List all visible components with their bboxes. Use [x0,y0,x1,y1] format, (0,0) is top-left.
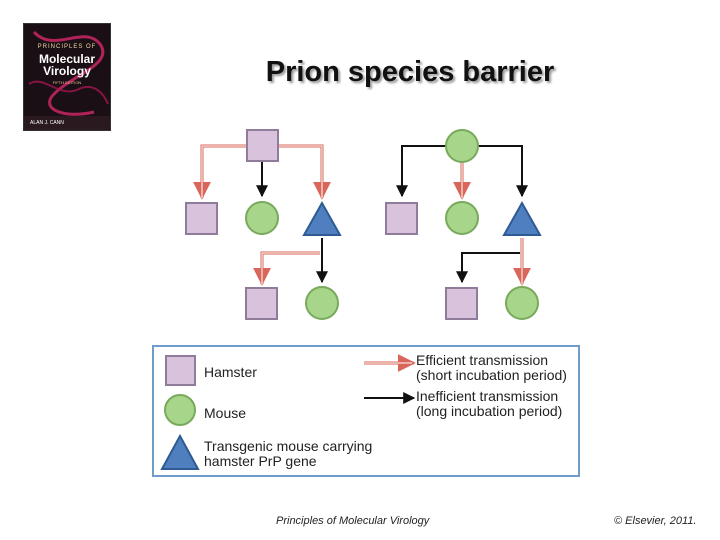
book-edition-text: FIFTH EDITION [52,80,82,85]
legend-hamster-square [165,355,196,386]
legend-transgenic-triangle [160,433,200,470]
arrow-inefficient [456,252,520,284]
book-author-text: ALAN J. CANN [30,120,64,126]
mouse-circle [245,201,279,235]
legend-efficient-label: Efficient transmission (short incubation… [416,353,567,383]
arrow-efficient [193,144,248,200]
tree-right [385,129,542,320]
footer-copyright: © Elsevier, 2011. [614,515,697,527]
legend-transgenic-line1: Transgenic mouse carrying [204,438,373,454]
hamster-square [185,202,218,235]
hamster-square [246,129,279,162]
transgenic-triangle [302,200,342,236]
arrow-inefficient [478,145,528,198]
legend-inefficient-line2: (long incubation period) [416,403,563,419]
legend-mouse-circle [164,394,196,426]
tree-left [185,129,342,320]
legend-transgenic-line2: hamster PrP gene [204,453,317,469]
slide-title: Prion species barrier [265,56,555,88]
legend-box: Hamster Mouse Transgenic mouse carrying … [152,345,580,477]
book-title-line2: Virology [43,64,91,78]
legend-inefficient-label: Inefficient transmission (long incubatio… [416,389,562,419]
book-cover-art [24,30,110,130]
book-cover-image: PRINCIPLES OF Molecular Virology FIFTH E… [24,24,110,130]
mouse-circle [505,286,539,320]
book-series-text: PRINCIPLES OF [37,44,97,50]
hamster-square [445,287,478,320]
hamster-square [385,202,418,235]
legend-inefficient-line1: Inefficient transmission [416,388,559,404]
arrow-efficient [253,251,320,286]
legend-mouse-label: Mouse [204,405,247,421]
book-title-text: Molecular Virology [24,53,110,77]
arrow-efficient [278,144,331,200]
legend-efficient-line1: Efficient transmission [416,352,549,368]
mouse-circle [305,286,339,320]
legend-symbols [160,354,416,470]
hamster-square [245,287,278,320]
footer-book-title: Principles of Molecular Virology [276,515,430,527]
legend-hamster-label: Hamster [204,364,257,380]
mouse-circle [445,201,479,235]
transgenic-triangle [502,200,542,236]
legend-efficient-line2: (short incubation period) [416,367,567,383]
mouse-circle [445,129,479,163]
arrow-inefficient [396,145,446,198]
legend-transgenic-label: Transgenic mouse carrying hamster PrP ge… [204,439,372,469]
book-title-line1: Molecular [38,52,95,66]
